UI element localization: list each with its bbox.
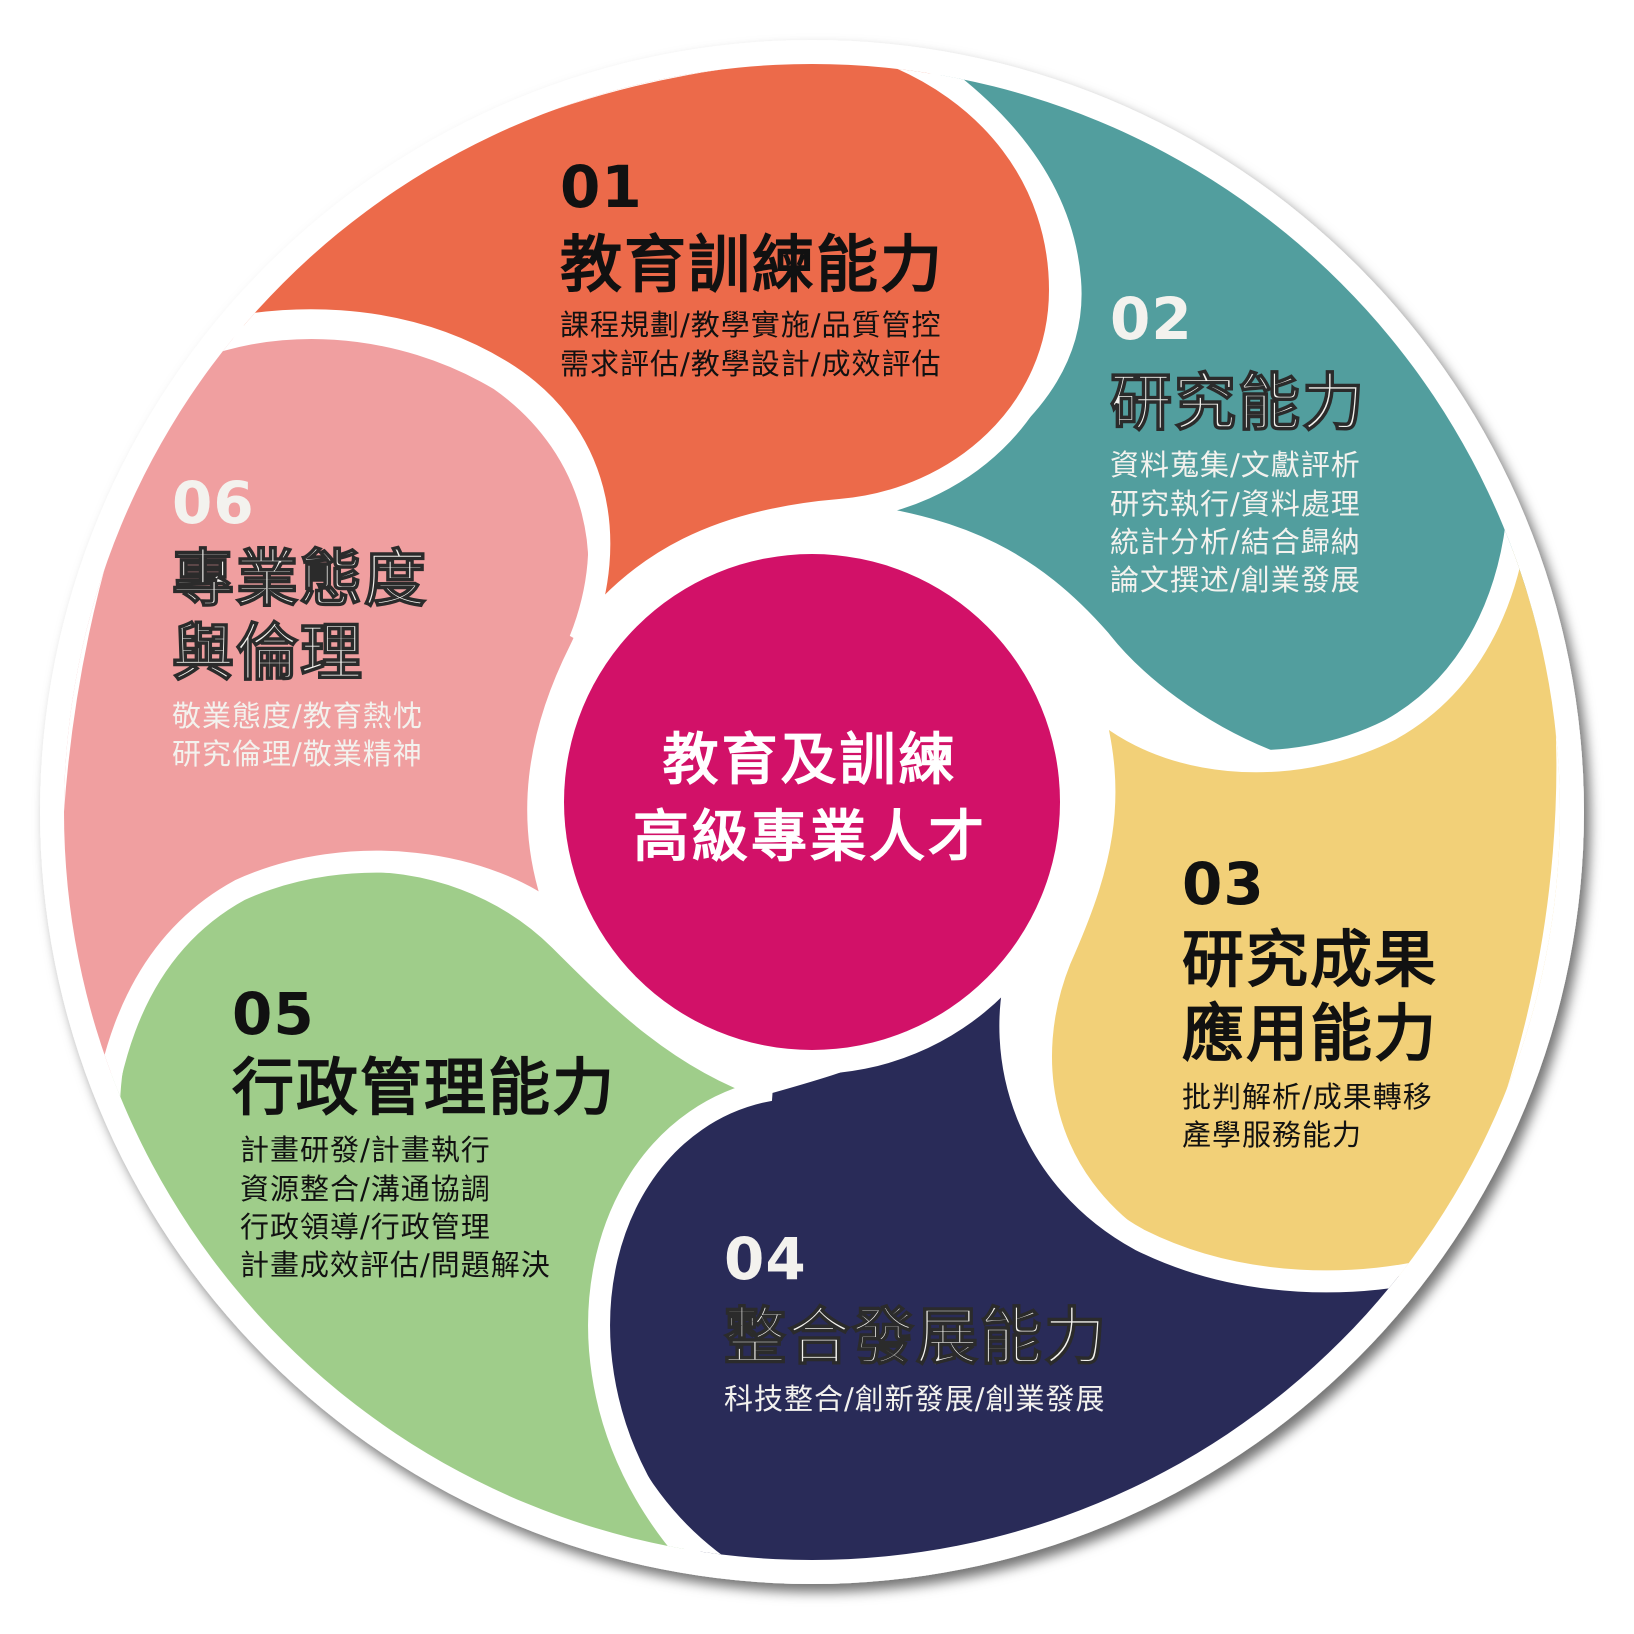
segment-06-items: 敬業態度/教育熱忱 研究倫理/敬業精神 bbox=[172, 697, 428, 774]
segment-02-label: 02 研究能力 資料蒐集/文獻評析 研究執行/資料處理 統計分析/結合歸納 論文… bbox=[1109, 285, 1367, 599]
segment-04-label: 04 整合發展能力 科技整合/創新發展/創業發展 bbox=[723, 1225, 1109, 1419]
segment-01-items: 課程規劃/教學實施/品質管控 需求評估/教學設計/成效評估 bbox=[560, 306, 944, 383]
segment-02-title: 研究能力 bbox=[1109, 365, 1367, 440]
segment-05-item: 資源整合/溝通協調 bbox=[240, 1171, 491, 1206]
center-label-line-2: 高級專業人才 bbox=[633, 805, 987, 871]
segment-06-title-line: 與倫理 bbox=[171, 616, 365, 691]
segment-04-title: 整合發展能力 bbox=[723, 1299, 1109, 1374]
segment-03-items: 批判解析/成果轉移 產學服務能力 bbox=[1182, 1078, 1438, 1155]
center-label: 教育及訓練 高級專業人才 bbox=[560, 722, 1060, 877]
segment-03-title-line: 研究成果 bbox=[1182, 923, 1439, 996]
segment-03-label: 03 研究成果 應用能力 批判解析/成果轉移 產學服務能力 bbox=[1182, 855, 1438, 1154]
segment-02-item: 論文撰述/創業發展 bbox=[1110, 563, 1361, 598]
segment-05-items: 計畫研發/計畫執行 資源整合/溝通協調 行政領導/行政管理 計畫成效評估/問題解… bbox=[240, 1131, 616, 1284]
segment-05-label: 05 行政管理能力 計畫研發/計畫執行 資源整合/溝通協調 行政領導/行政管理 … bbox=[232, 985, 616, 1284]
segment-04-items: 科技整合/創新發展/創業發展 bbox=[724, 1380, 1108, 1418]
segment-03-title: 研究成果 應用能力 bbox=[1182, 923, 1438, 1072]
segment-06-label: 06 專業態度 與倫理 敬業態度/教育熱忱 研究倫理/敬業精神 bbox=[171, 469, 429, 774]
segment-02-number: 02 bbox=[1110, 285, 1193, 353]
segment-02-items: 資料蒐集/文獻評析 研究執行/資料處理 統計分析/結合歸納 論文撰述/創業發展 bbox=[1110, 446, 1366, 599]
segment-01-item: 需求評估/教學設計/成效評估 bbox=[560, 346, 942, 381]
segment-01-number: 01 bbox=[560, 153, 643, 221]
segment-03-number: 03 bbox=[1182, 850, 1265, 918]
segment-02-item: 統計分析/結合歸納 bbox=[1110, 524, 1361, 559]
segment-05-number: 05 bbox=[232, 980, 315, 1048]
center-label-line-1: 教育及訓練 bbox=[662, 728, 958, 793]
segment-04-item: 科技整合/創新發展/創業發展 bbox=[724, 1382, 1106, 1417]
segment-06-title-line: 專業態度 bbox=[171, 541, 429, 616]
segment-01-title: 教育訓練能力 bbox=[560, 228, 945, 301]
segment-02-item: 資料蒐集/文獻評析 bbox=[1110, 448, 1361, 483]
segment-01-label: 01 教育訓練能力 課程規劃/教學實施/品質管控 需求評估/教學設計/成效評估 bbox=[560, 158, 944, 383]
segment-06-item: 敬業態度/教育熱忱 bbox=[172, 698, 423, 733]
segment-06-number: 06 bbox=[172, 469, 255, 537]
segment-05-item: 計畫成效評估/問題解決 bbox=[240, 1248, 551, 1283]
segment-06-item: 研究倫理/敬業精神 bbox=[172, 737, 423, 772]
segment-05-title: 行政管理能力 bbox=[232, 1051, 617, 1124]
segment-02-item: 研究執行/資料處理 bbox=[1110, 486, 1361, 521]
segment-03-item: 批判解析/成果轉移 bbox=[1182, 1079, 1433, 1114]
segment-06-title: 專業態度 與倫理 bbox=[171, 541, 429, 691]
segment-01-item: 課程規劃/教學實施/品質管控 bbox=[560, 308, 942, 343]
segment-05-item: 行政領導/行政管理 bbox=[240, 1209, 491, 1244]
segment-04-number: 04 bbox=[724, 1225, 807, 1293]
segment-03-item: 產學服務能力 bbox=[1182, 1118, 1363, 1153]
segment-05-item: 計畫研發/計畫執行 bbox=[240, 1133, 491, 1168]
segment-03-title-line: 應用能力 bbox=[1182, 997, 1439, 1071]
